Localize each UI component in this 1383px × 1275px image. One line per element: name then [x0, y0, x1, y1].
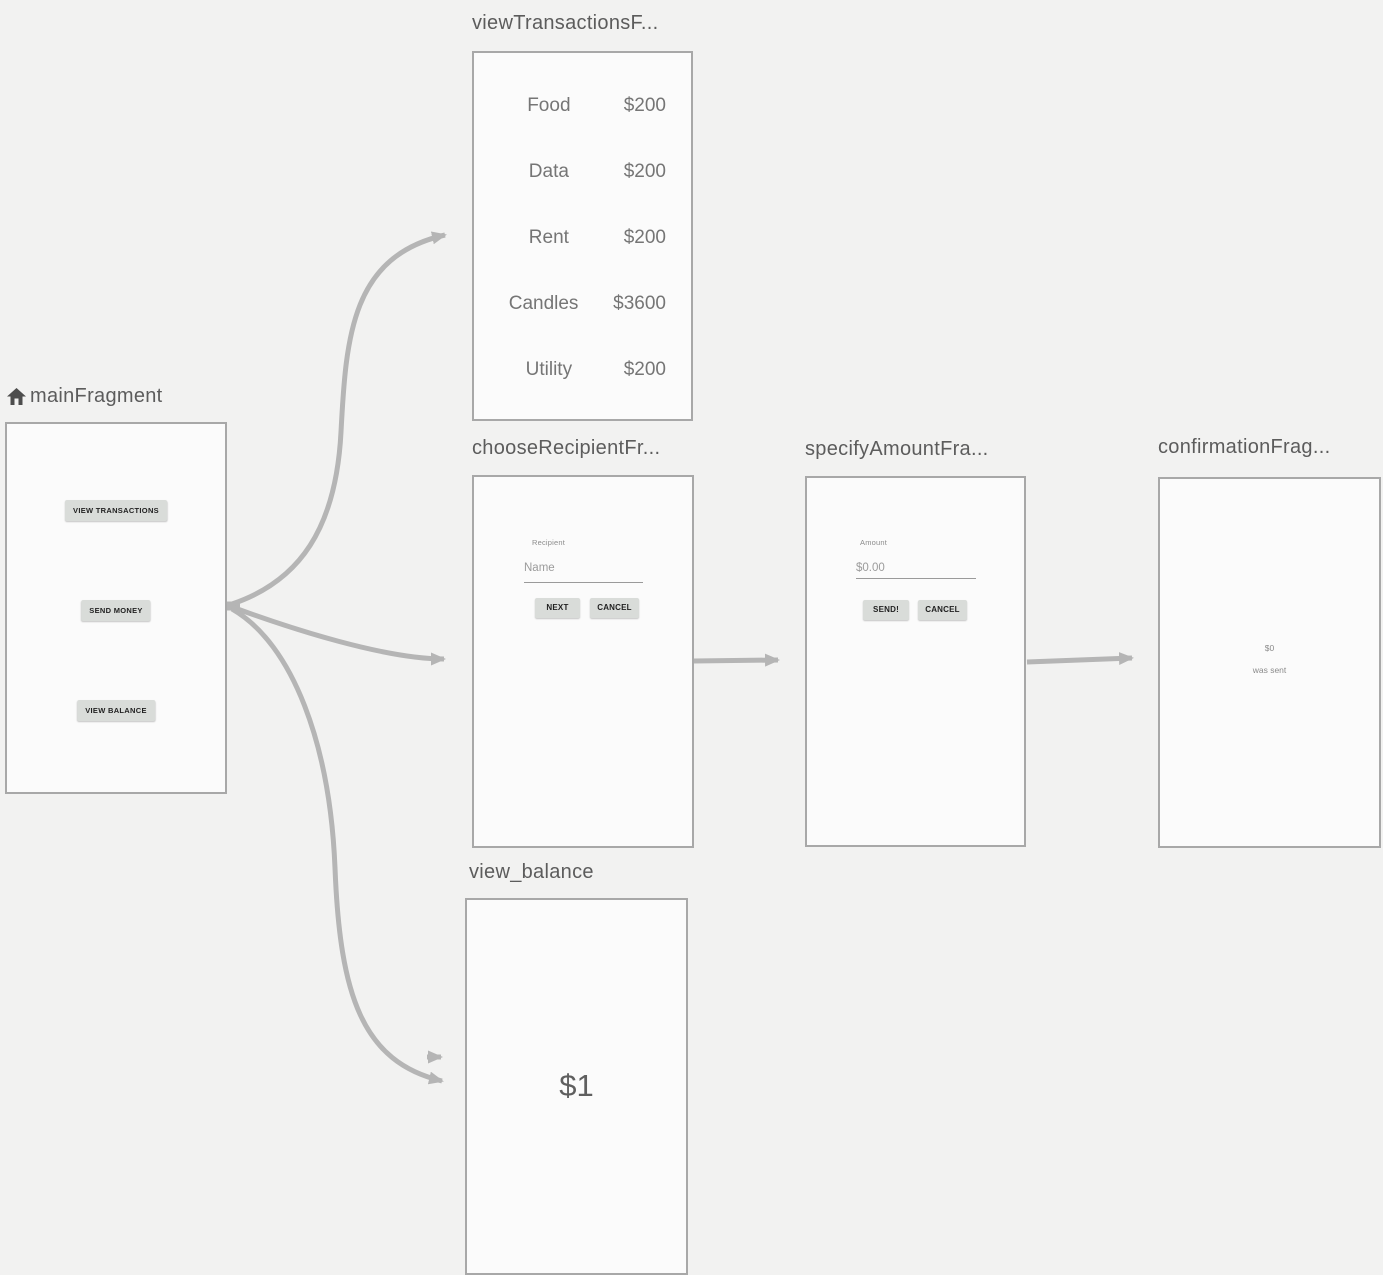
- fragment-header-view-balance[interactable]: view_balance: [469, 861, 594, 884]
- send-button: SEND!: [863, 600, 909, 620]
- transaction-amount: $200: [623, 359, 666, 380]
- transaction-amount: $200: [623, 227, 666, 248]
- amount-input-underline: [856, 578, 976, 579]
- fragment-header-specify-amount[interactable]: specifyAmountFra...: [805, 438, 989, 461]
- fragment-header-choose-recipient[interactable]: chooseRecipientFr...: [472, 437, 660, 460]
- recipient-field-label: Recipient: [532, 538, 566, 547]
- transaction-name: Candles: [508, 293, 579, 314]
- home-icon: [7, 388, 26, 405]
- fragment-title-choose-recipient: chooseRecipientFr...: [472, 437, 661, 459]
- view-transactions-button: VIEW TRANSACTIONS: [65, 500, 167, 521]
- fragment-choose-recipient[interactable]: Recipient Name NEXT CANCEL: [472, 475, 694, 848]
- fragment-header-confirmation[interactable]: confirmationFrag...: [1158, 436, 1330, 459]
- confirmation-amount: $0: [1264, 643, 1275, 653]
- next-button: NEXT: [535, 598, 580, 618]
- recipient-input-underline: [524, 582, 643, 583]
- transaction-name: Food: [527, 95, 571, 116]
- action-choose-recipient-to-specify-amount[interactable]: [693, 653, 780, 667]
- transaction-row: Rent $200: [474, 205, 691, 271]
- fragment-title-view-transactions: viewTransactionsF...: [472, 12, 659, 34]
- fragment-header-main[interactable]: mainFragment: [7, 385, 163, 408]
- action-main-to-view-balance[interactable]: [230, 606, 444, 1085]
- transaction-name: Data: [528, 161, 569, 182]
- action-main-to-view-transactions[interactable]: [231, 231, 447, 607]
- fragment-title-confirmation: confirmationFrag...: [1158, 436, 1331, 458]
- fragment-header-view-transactions[interactable]: viewTransactionsF...: [472, 12, 658, 35]
- action-main-to-choose-recipient[interactable]: [231, 604, 446, 666]
- transaction-name: Rent: [528, 227, 569, 248]
- transaction-name: Utility: [525, 359, 573, 380]
- fragment-specify-amount[interactable]: Amount $0.00 SEND! CANCEL: [805, 476, 1026, 847]
- action-specify-amount-to-confirmation[interactable]: [1026, 651, 1134, 665]
- fragment-confirmation[interactable]: $0 was sent: [1158, 477, 1381, 848]
- transaction-amount: $200: [623, 95, 666, 116]
- balance-value: $1: [559, 1068, 594, 1103]
- transaction-row: Food $200: [474, 73, 691, 139]
- transaction-amount: $200: [623, 161, 666, 182]
- recipient-name-input: Name: [524, 562, 555, 574]
- confirmation-message: was sent: [1252, 665, 1287, 675]
- fragment-title-specify-amount: specifyAmountFra...: [805, 438, 989, 460]
- transaction-row: Candles $3600: [474, 271, 691, 337]
- amount-field-label: Amount: [860, 538, 888, 547]
- transaction-row: Utility $200: [474, 337, 691, 403]
- fragment-title-main: mainFragment: [30, 385, 163, 407]
- transaction-amount: $3600: [613, 293, 666, 314]
- cancel-button: CANCEL: [590, 598, 639, 618]
- send-money-button: SEND MONEY: [81, 600, 151, 621]
- view-balance-button: VIEW BALANCE: [77, 700, 155, 721]
- cancel-button: CANCEL: [918, 600, 967, 620]
- fragment-title-view-balance: view_balance: [469, 861, 594, 883]
- fragment-view-transactions[interactable]: Food $200 Data $200 Rent $200 Candles $3…: [472, 51, 693, 421]
- fragment-main[interactable]: VIEW TRANSACTIONS SEND MONEY VIEW BALANC…: [5, 422, 227, 794]
- amount-input: $0.00: [856, 562, 885, 574]
- fragment-view-balance[interactable]: $1: [465, 898, 688, 1275]
- transaction-row: Data $200: [474, 139, 691, 205]
